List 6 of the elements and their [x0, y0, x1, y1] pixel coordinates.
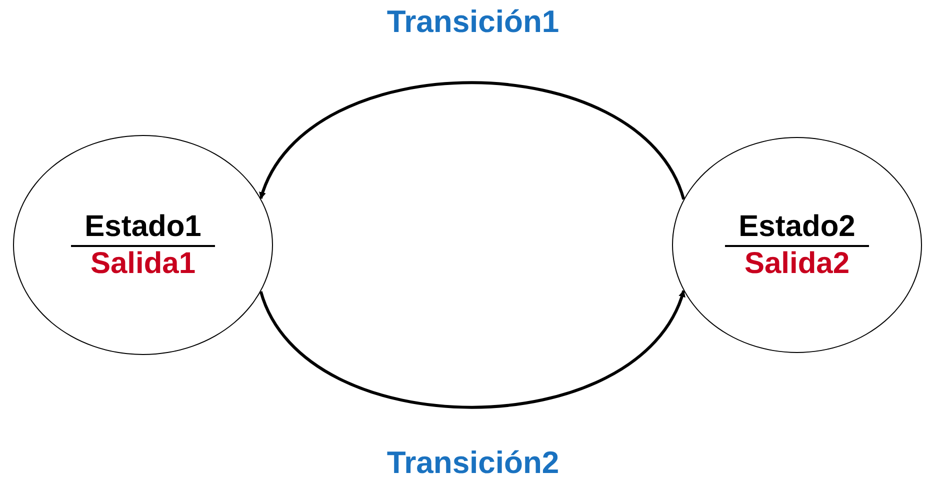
- transition-arrow: [259, 290, 686, 409]
- state-name: Estado1: [70, 210, 216, 247]
- state-output: Salida2: [744, 247, 850, 280]
- state-name: Estado2: [724, 210, 870, 247]
- transition-arrow: [259, 81, 686, 200]
- state-output: Salida1: [90, 247, 196, 280]
